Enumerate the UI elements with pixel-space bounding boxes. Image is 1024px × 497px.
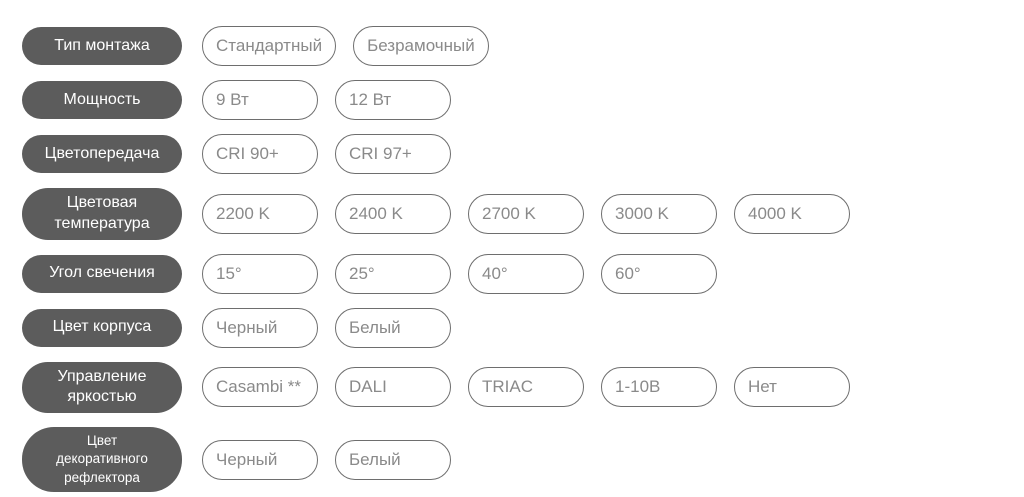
option-dim-triac[interactable]: TRIAC: [468, 367, 584, 408]
option-body-black[interactable]: Черный: [202, 307, 318, 348]
options-power: 9 Вт 12 Вт: [202, 80, 451, 120]
option-cri-97[interactable]: CRI 97+: [335, 134, 451, 174]
option-dim-casambi[interactable]: Casambi **: [202, 367, 318, 408]
option-temp-2400k[interactable]: 2400 K: [335, 193, 451, 234]
label-color-rendering: Цветопередача: [22, 135, 182, 173]
options-beam-angle: 15° 25° 40° 60°: [202, 253, 717, 294]
option-temp-4000k[interactable]: 4000 K: [734, 193, 850, 234]
option-reflector-black[interactable]: Черный: [202, 439, 318, 480]
option-dim-dali[interactable]: DALI: [335, 367, 451, 408]
options-dimming: Casambi ** DALI TRIAC 1-10В Нет: [202, 367, 850, 408]
options-body-color: Черный Белый: [202, 307, 451, 348]
row-beam-angle: Угол свечения 15° 25° 40° 60°: [22, 253, 1024, 294]
label-body-color: Цвет корпуса: [22, 308, 182, 347]
label-dimming: Управление яркостью: [22, 361, 182, 414]
option-mount-frameless[interactable]: Безрамочный: [353, 26, 489, 66]
row-power: Мощность 9 Вт 12 Вт: [22, 80, 1024, 120]
label-color-temperature: Цветовая температура: [22, 188, 182, 240]
options-mount-type: Стандартный Безрамочный: [202, 26, 489, 66]
option-angle-60[interactable]: 60°: [601, 253, 717, 294]
option-power-12w[interactable]: 12 Вт: [335, 80, 451, 120]
row-dimming: Управление яркостью Casambi ** DALI TRIA…: [22, 361, 1024, 414]
option-dim-1-10v[interactable]: 1-10В: [601, 367, 717, 408]
option-body-white[interactable]: Белый: [335, 307, 451, 348]
label-beam-angle: Угол свечения: [22, 254, 182, 293]
label-power: Мощность: [22, 81, 182, 119]
options-color-rendering: CRI 90+ CRI 97+: [202, 134, 451, 174]
option-temp-2700k[interactable]: 2700 K: [468, 193, 584, 234]
row-body-color: Цвет корпуса Черный Белый: [22, 307, 1024, 348]
options-color-temperature: 2200 K 2400 K 2700 K 3000 K 4000 K: [202, 193, 850, 234]
row-color-temperature: Цветовая температура 2200 K 2400 K 2700 …: [22, 188, 1024, 240]
options-reflector-color: Черный Белый: [202, 439, 451, 480]
option-power-9w[interactable]: 9 Вт: [202, 80, 318, 120]
option-angle-40[interactable]: 40°: [468, 253, 584, 294]
row-color-rendering: Цветопередача CRI 90+ CRI 97+: [22, 134, 1024, 174]
option-cri-90[interactable]: CRI 90+: [202, 134, 318, 174]
row-reflector-color: Цвет декоративного рефлектора Черный Бел…: [22, 427, 1024, 492]
row-mount-type: Тип монтажа Стандартный Безрамочный: [22, 26, 1024, 66]
label-mount-type: Тип монтажа: [22, 27, 182, 65]
option-reflector-white[interactable]: Белый: [335, 439, 451, 480]
option-dim-none[interactable]: Нет: [734, 367, 850, 408]
option-angle-15[interactable]: 15°: [202, 253, 318, 294]
option-temp-3000k[interactable]: 3000 K: [601, 193, 717, 234]
option-temp-2200k[interactable]: 2200 K: [202, 193, 318, 234]
option-mount-standard[interactable]: Стандартный: [202, 26, 337, 66]
option-angle-25[interactable]: 25°: [335, 253, 451, 294]
label-reflector-color: Цвет декоративного рефлектора: [22, 427, 182, 492]
